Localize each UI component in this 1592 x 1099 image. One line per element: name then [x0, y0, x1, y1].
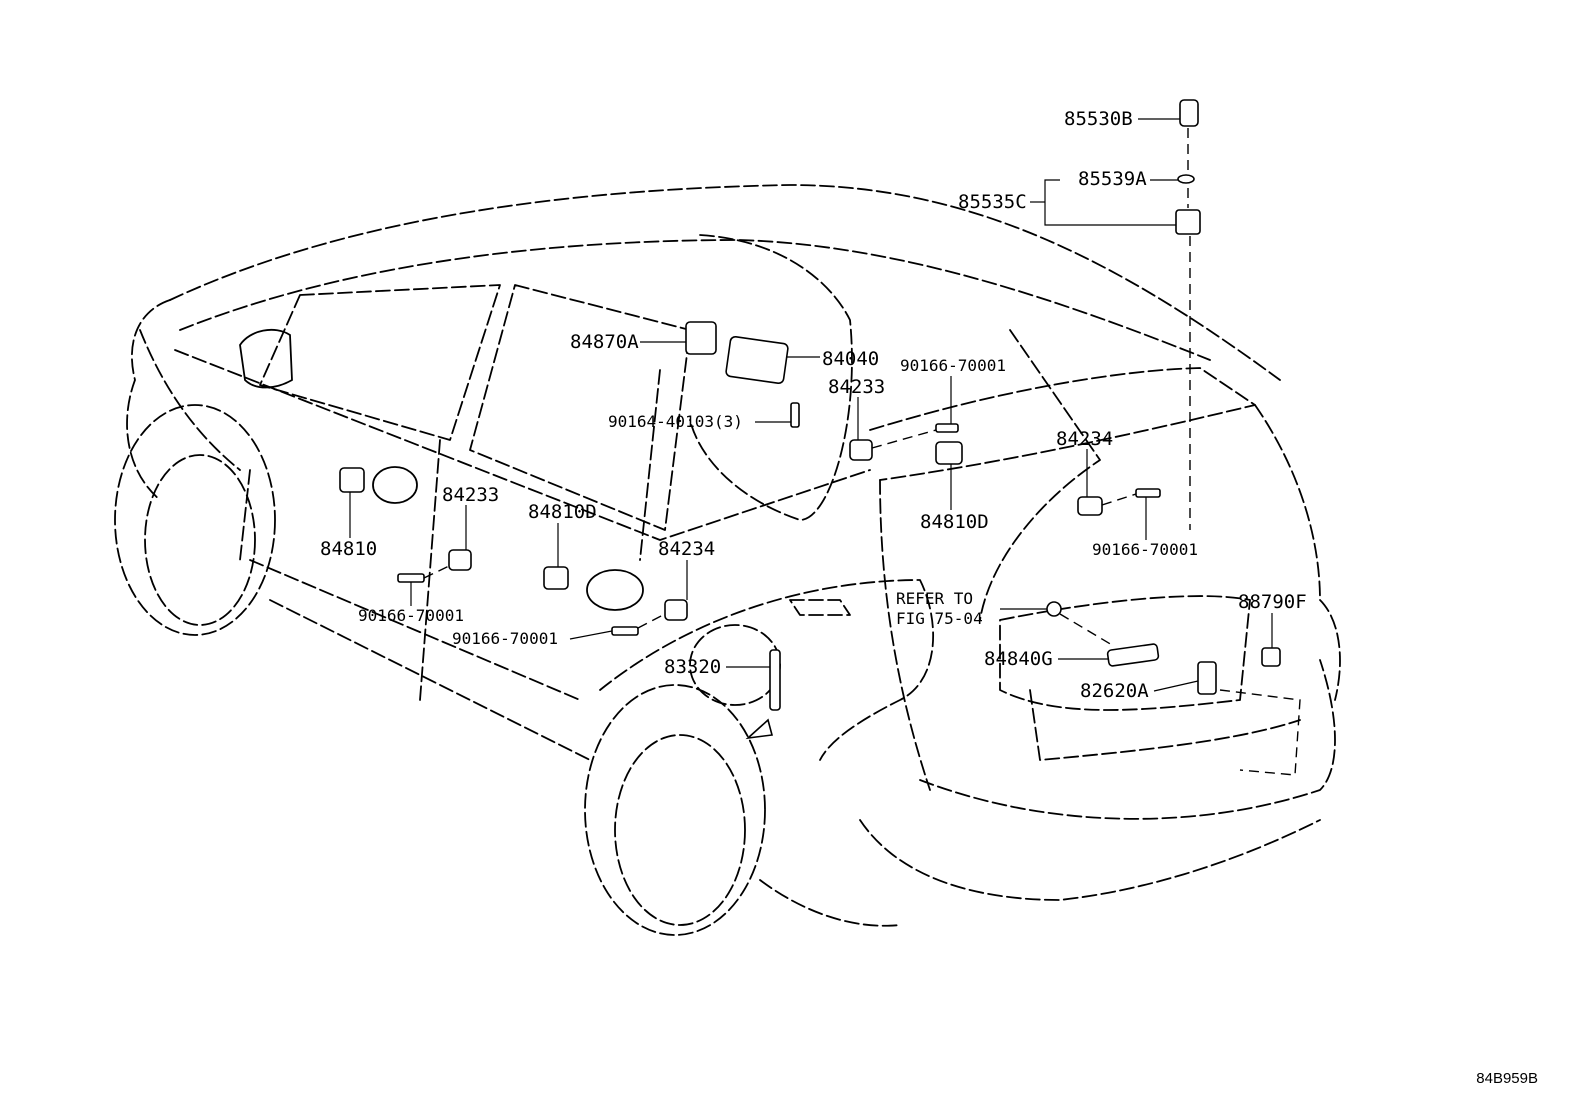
- license-plate-recess: [999, 595, 1251, 711]
- lower-back-door: [1029, 689, 1301, 761]
- rear-quarter-panel: [599, 579, 934, 761]
- part-84233-left-icon: [448, 549, 472, 571]
- front-wheel-arch: [114, 404, 276, 636]
- rear-spoiler: [869, 367, 1256, 481]
- callout-84810D-right: 84810D: [920, 511, 989, 533]
- part-83320-icon: [769, 649, 781, 711]
- refer-to-label: REFER TO: [896, 589, 974, 608]
- part-84040-icon: [725, 336, 789, 384]
- part-90166-mid-screw-icon: [611, 626, 639, 636]
- part-90166-top-screw-icon: [935, 423, 959, 433]
- part-84810D-left-icon: [543, 566, 569, 590]
- part-85539A-icon: [1177, 174, 1195, 184]
- part-84810D-right-icon: [935, 441, 963, 465]
- callout-84840G: 84840G: [984, 648, 1053, 670]
- front-wheel: [144, 454, 256, 626]
- diagram-id: 84B959B: [1476, 1070, 1538, 1087]
- callout-82620A: 82620A: [1080, 680, 1149, 702]
- callout-85530B: 85530B: [1064, 108, 1133, 130]
- beltline: [174, 349, 871, 541]
- rear-window: [469, 284, 691, 531]
- callout-90166-70001-left: 90166-70001: [358, 606, 464, 625]
- back-door-outline: [879, 479, 931, 791]
- rear-underbody: [759, 879, 901, 927]
- callout-88790F: 88790F: [1238, 591, 1307, 613]
- part-84233-top-icon: [849, 439, 873, 461]
- part-90166-right-screw-icon: [1135, 488, 1161, 498]
- c-pillar: [639, 369, 661, 561]
- rocker-panel: [249, 559, 581, 701]
- front-door-bottom: [239, 469, 251, 561]
- callout-85535C: 85535C: [958, 191, 1027, 213]
- lower-body-line: [269, 599, 591, 761]
- refer-fig-label: FIG 75-04: [896, 609, 983, 628]
- roof-outline: [169, 184, 1281, 381]
- rear-quarter-window: [689, 234, 853, 521]
- callout-90166-70001-top: 90166-70001: [900, 356, 1006, 375]
- back-door-glass: [979, 329, 1101, 621]
- part-84810-icon: [339, 467, 365, 493]
- part-85530B-icon: [1179, 99, 1199, 127]
- part-84234-right-icon: [1077, 496, 1103, 516]
- rear-door-handle: [586, 569, 644, 611]
- callout-84040: 84040: [822, 348, 880, 370]
- side-mirror: [239, 328, 293, 389]
- part-90164-screw-icon: [790, 402, 800, 428]
- front-bumper: [139, 329, 241, 471]
- part-90166-left-screw-icon: [397, 573, 425, 583]
- part-84870A-icon: [685, 321, 717, 355]
- callout-84234-mid: 84234: [658, 538, 716, 560]
- part-82620A-icon: [1197, 661, 1217, 695]
- rear-wheel: [614, 734, 746, 926]
- part-85535C-icon: [1175, 209, 1201, 235]
- part-84234-mid-icon: [664, 599, 688, 621]
- front-window: [259, 284, 501, 441]
- part-83320-bracket-icon: [745, 718, 774, 740]
- callout-90166-70001-mid: 90166-70001: [452, 629, 558, 648]
- callout-83320: 83320: [664, 656, 722, 678]
- callout-84810D-left: 84810D: [528, 501, 597, 523]
- rear-bumper-lower: [859, 819, 1321, 901]
- rear-corner: [1319, 599, 1341, 701]
- part-84840G-icon: [1106, 643, 1160, 667]
- callout-84810: 84810: [320, 538, 378, 560]
- refer-fig-part-icon: [1046, 601, 1062, 617]
- rear-wheel-arch: [584, 684, 766, 936]
- callout-90164-40103: 90164-40103(3): [608, 412, 743, 431]
- part-88790F-icon: [1261, 647, 1281, 667]
- front-end-outline: [126, 299, 171, 501]
- front-door-handle: [372, 466, 418, 504]
- callout-84233-left: 84233: [442, 484, 500, 506]
- callout-90166-70001-right: 90166-70001: [1092, 540, 1198, 559]
- back-door-right: [1254, 404, 1321, 601]
- callout-85539A: 85539A: [1078, 168, 1147, 190]
- rear-bumper: [919, 659, 1336, 820]
- callout-84234-right: 84234: [1056, 428, 1114, 450]
- callout-84870A: 84870A: [570, 331, 639, 353]
- callout-84233-top: 84233: [828, 376, 886, 398]
- b-pillar: [419, 439, 441, 701]
- fuel-lid-opening: [789, 599, 851, 616]
